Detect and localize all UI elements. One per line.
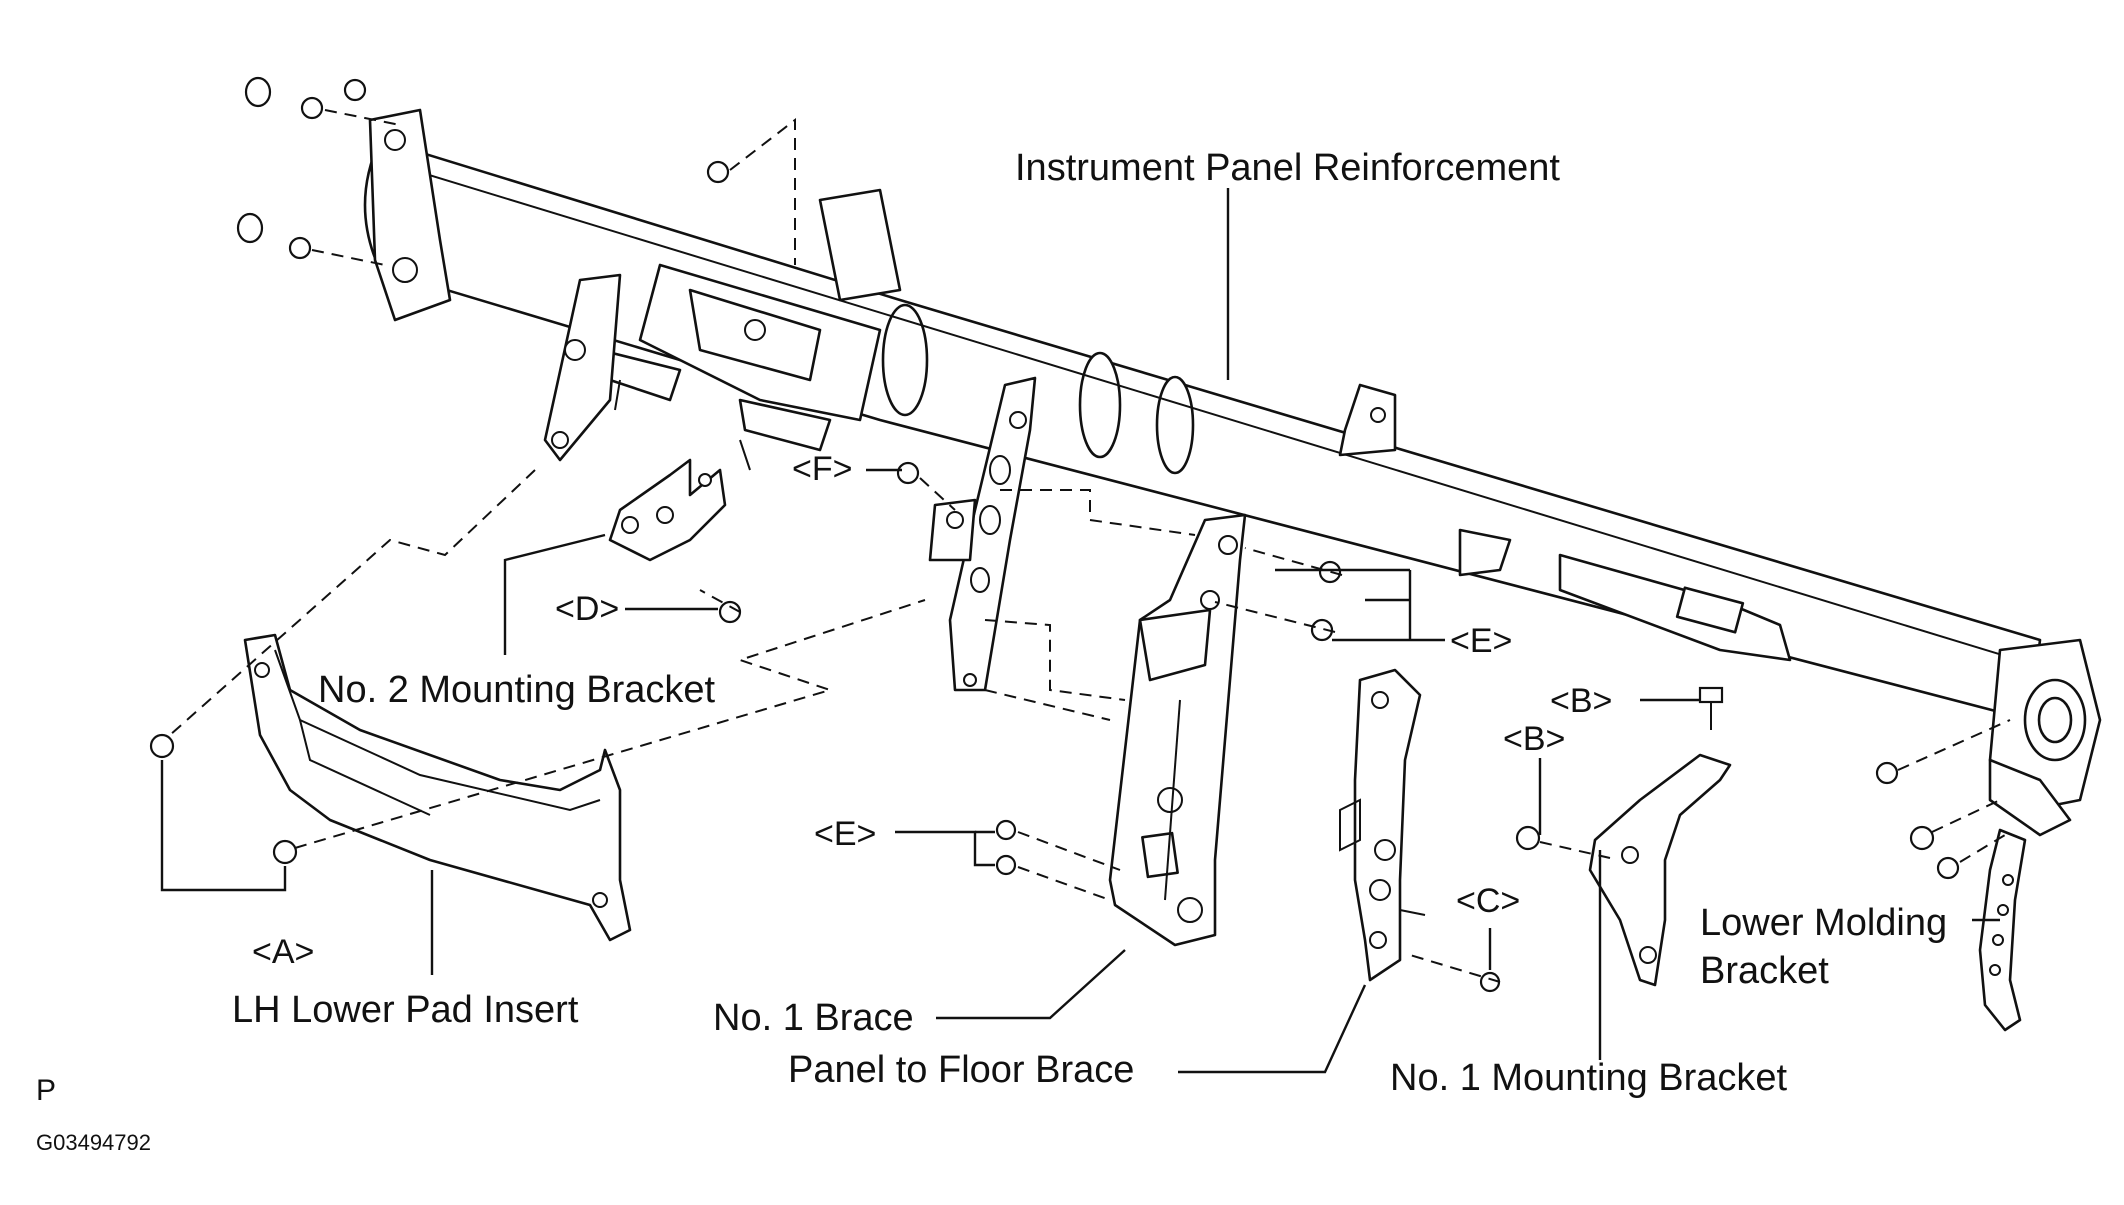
fasteners — [149, 76, 1960, 993]
bolt-head-icon — [272, 839, 298, 865]
bolt-head-icon — [1318, 560, 1342, 584]
tag-d: <D> — [555, 590, 619, 628]
tag-a: <A> — [252, 933, 314, 971]
label-lower-molding-bracket-line1: Lower Molding — [1700, 902, 1947, 944]
fastener-tags: <A> <B> <B> <C> <D> <E> <E> <F> — [252, 450, 1612, 971]
installation-lines — [169, 109, 2011, 983]
lower-molding-bracket — [1978, 828, 2027, 1032]
callout-labels: Instrument Panel Reinforcement No. 2 Mou… — [232, 147, 1947, 1099]
figure-code: G03494792 — [36, 1130, 151, 1155]
tag-b-upper: <B> — [1550, 682, 1612, 720]
grommet-icon — [244, 76, 272, 108]
bolt-head-icon — [1875, 761, 1899, 785]
no1-mounting-bracket — [1588, 753, 1732, 987]
tag-c: <C> — [1456, 882, 1520, 920]
bolt-head-icon — [1479, 971, 1501, 993]
bolt-head-icon — [149, 733, 175, 759]
tag-e-lower: <E> — [814, 815, 876, 853]
leader-lines — [160, 188, 2000, 1074]
label-lower-molding-bracket-line2: Bracket — [1700, 950, 1829, 992]
bolt-head-icon — [1698, 686, 1724, 704]
bolt-head-icon — [300, 96, 324, 120]
diagram-footer: P G03494792 — [36, 1074, 151, 1155]
label-instrument-panel-reinforcement: Instrument Panel Reinforcement — [1015, 147, 1560, 189]
tag-b-lower: <B> — [1503, 720, 1565, 758]
label-no1-brace: No. 1 Brace — [713, 997, 914, 1039]
panel-to-floor-brace — [1339, 668, 1426, 982]
bolt-head-icon — [995, 819, 1017, 841]
bolt-head-icon — [995, 854, 1017, 876]
nut-icon — [1936, 856, 1960, 880]
tag-f: <F> — [792, 450, 852, 488]
label-panel-to-floor-brace: Panel to Floor Brace — [788, 1049, 1134, 1091]
footer-mark: P — [36, 1074, 56, 1107]
label-lh-lower-pad-insert: LH Lower Pad Insert — [232, 989, 579, 1031]
bolt-head-icon — [706, 160, 730, 184]
bolt-head-icon — [896, 461, 920, 485]
center-support-bracket — [928, 376, 1037, 692]
bolt-head-icon — [343, 78, 367, 102]
bolt-head-icon — [1310, 618, 1334, 642]
lh-lower-pad-insert — [243, 633, 632, 942]
bolt-head-icon — [1515, 825, 1541, 851]
grommet-icon — [236, 212, 264, 244]
tag-e-right: <E> — [1450, 622, 1512, 660]
no2-mounting-bracket — [608, 458, 727, 562]
bolt-head-icon — [288, 236, 312, 260]
instrument-panel-reinforcement — [363, 108, 2102, 837]
label-no1-mounting-bracket: No. 1 Mounting Bracket — [1390, 1057, 1788, 1099]
nut-icon — [1909, 825, 1935, 851]
no1-brace — [1108, 513, 1247, 947]
bolt-head-icon — [718, 600, 742, 624]
label-no2-mounting-bracket: No. 2 Mounting Bracket — [318, 669, 716, 711]
